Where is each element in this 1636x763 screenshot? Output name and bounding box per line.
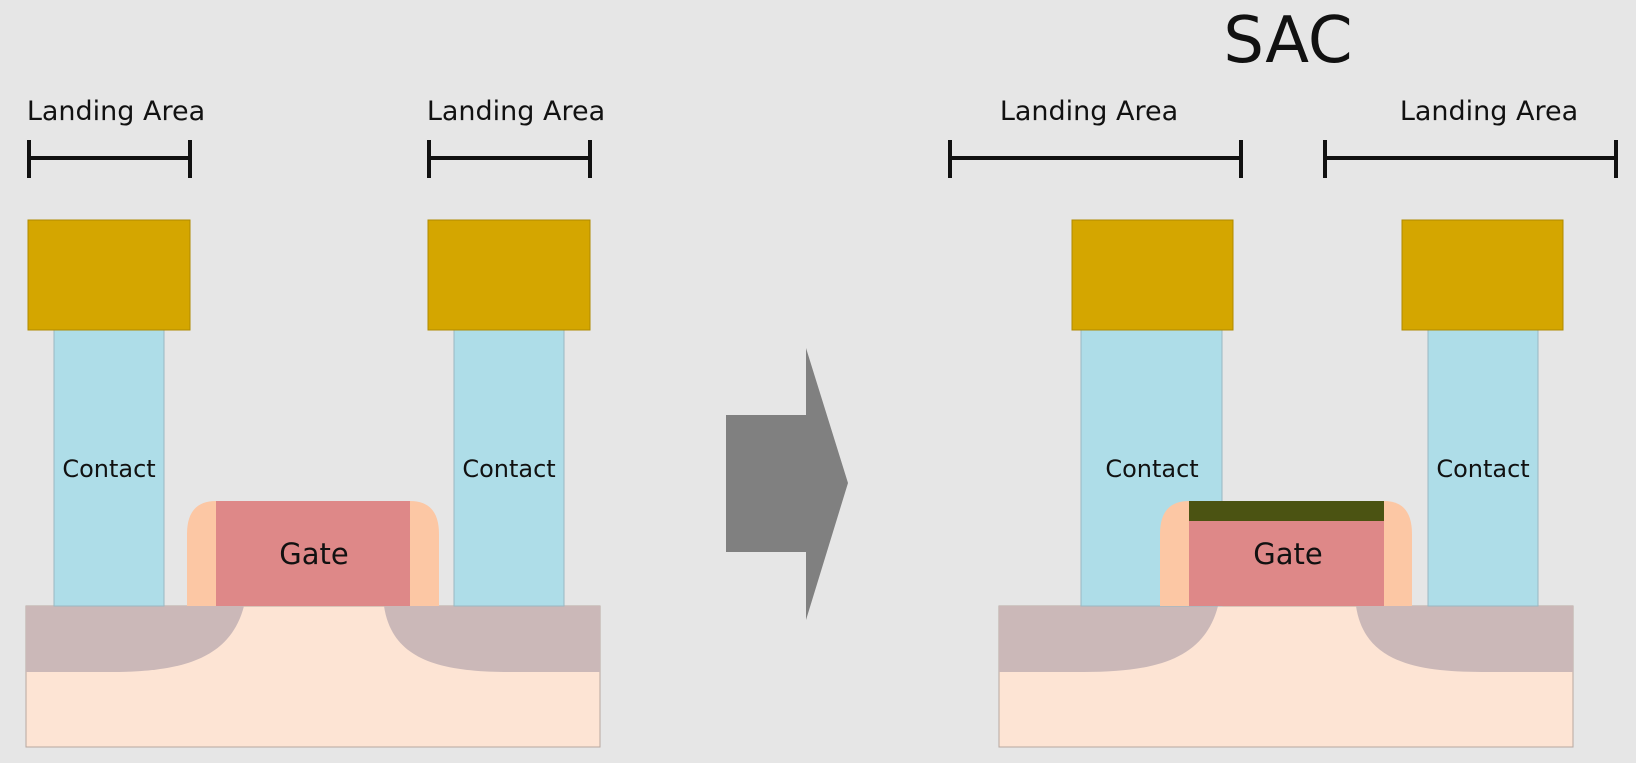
landing-area-label-left-1: Landing Area xyxy=(27,96,205,127)
contact-label-left-2: Contact xyxy=(462,455,555,483)
contact-label-left-1: Contact xyxy=(62,455,155,483)
left-spacer-left xyxy=(187,501,216,606)
conventional-structure: Gate Contact Contact Landing Area Landin… xyxy=(25,96,605,748)
landing-area-label-right-2: Landing Area xyxy=(1400,96,1578,127)
contact-right-2 xyxy=(1427,329,1539,607)
contact-left-2 xyxy=(453,329,565,607)
metal-pad-right-2 xyxy=(1401,219,1564,331)
landing-area-marker-left-1 xyxy=(27,140,192,178)
drain-diffusion-right xyxy=(1356,606,1573,672)
source-diffusion-right xyxy=(999,606,1218,672)
contact-label-right-1: Contact xyxy=(1105,455,1198,483)
landing-area-label-right-1: Landing Area xyxy=(1000,96,1178,127)
source-diffusion-left xyxy=(26,606,244,672)
landing-area-marker-right-2 xyxy=(1323,140,1618,178)
landing-area-marker-right-1 xyxy=(948,140,1243,178)
landing-area-marker-left-2 xyxy=(427,140,592,178)
right-spacer-right xyxy=(1384,501,1412,606)
gate-label-right: Gate xyxy=(1253,537,1322,571)
landing-area-label-left-2: Landing Area xyxy=(427,96,605,127)
metal-pad-right-1 xyxy=(1071,219,1234,331)
left-spacer-right xyxy=(1160,501,1189,606)
contact-left-1 xyxy=(53,329,165,607)
metal-pad-left-1 xyxy=(27,219,191,331)
gate-cap-right xyxy=(1189,501,1384,521)
gate-label-left: Gate xyxy=(279,537,348,571)
transition-arrow-icon xyxy=(726,348,848,620)
sac-structure: SAC Contact Contact Gate Landing Area xyxy=(948,4,1618,748)
diagram-title: SAC xyxy=(1223,4,1352,78)
drain-diffusion-left xyxy=(384,606,600,672)
metal-pad-left-2 xyxy=(427,219,591,331)
contact-label-right-2: Contact xyxy=(1436,455,1529,483)
gate-left xyxy=(216,501,410,606)
right-spacer-left xyxy=(410,501,439,606)
